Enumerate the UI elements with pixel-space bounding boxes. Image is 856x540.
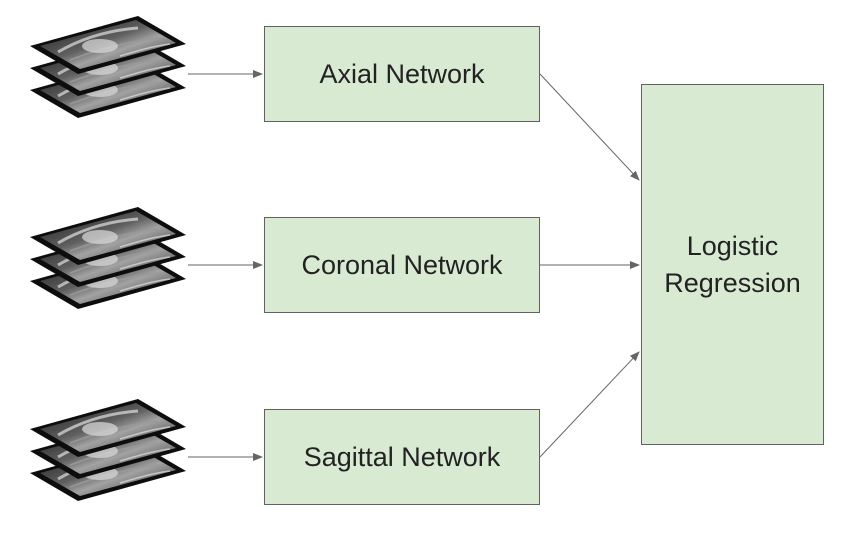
sagittal-network-label: Sagittal Network — [303, 441, 501, 472]
coronal-network-box: Coronal Network — [264, 217, 540, 313]
mri-stack-coronal — [28, 205, 188, 311]
mri-stack-sagittal — [28, 397, 188, 503]
coronal-network-label: Coronal Network — [301, 249, 503, 280]
arrow-sagittal-output — [539, 351, 640, 458]
mri-stack-axial — [28, 14, 188, 120]
axial-network-label: Axial Network — [319, 58, 485, 89]
sagittal-network-box: Sagittal Network — [264, 409, 540, 505]
axial-network-box: Axial Network — [264, 26, 540, 122]
logistic-regression-label-line1: Logistic — [686, 231, 779, 262]
logistic-regression-box: Logistic Regression — [641, 84, 824, 445]
arrow-axial-output — [539, 73, 640, 181]
logistic-regression-label-line2: Regression — [664, 267, 801, 298]
